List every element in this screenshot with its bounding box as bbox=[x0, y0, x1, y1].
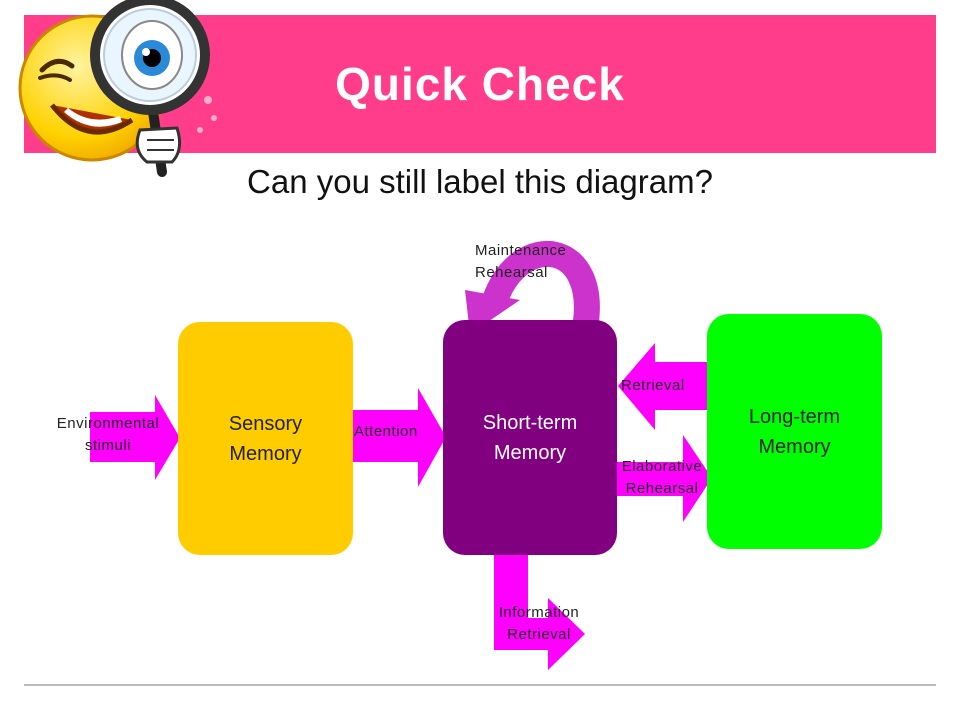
information-retrieval-arrow bbox=[494, 550, 585, 670]
elaborative-rehearsal-arrow bbox=[615, 435, 712, 522]
retrieval-arrow bbox=[618, 343, 710, 430]
information-retrieval-label: Information Retrieval bbox=[498, 604, 580, 643]
smiley-magnifying-glass-icon bbox=[18, 0, 217, 177]
elaborative-rehearsal-label: Elaborative Rehearsal bbox=[621, 458, 703, 497]
footer-divider bbox=[24, 684, 936, 686]
maintenance-rehearsal-label: Maintenance Rehearsal bbox=[475, 242, 567, 281]
environmental-stimuli-label: Environmental stimuli bbox=[56, 415, 160, 454]
attention-arrow bbox=[352, 388, 446, 487]
attention-label: Attention bbox=[354, 423, 418, 440]
maintenance-rehearsal-loop bbox=[482, 240, 600, 331]
retrieval-label: Retrieval bbox=[621, 377, 685, 394]
sensory-memory-box: Sensory Memory bbox=[178, 322, 353, 555]
short-term-memory-box: Short-term Memory bbox=[443, 320, 617, 555]
long-term-memory-box: Long-term Memory bbox=[707, 314, 882, 549]
environmental-stimuli-arrow bbox=[90, 395, 180, 480]
page-title: Quick Check bbox=[335, 58, 625, 110]
page-subtitle: Can you still label this diagram? bbox=[247, 163, 713, 200]
